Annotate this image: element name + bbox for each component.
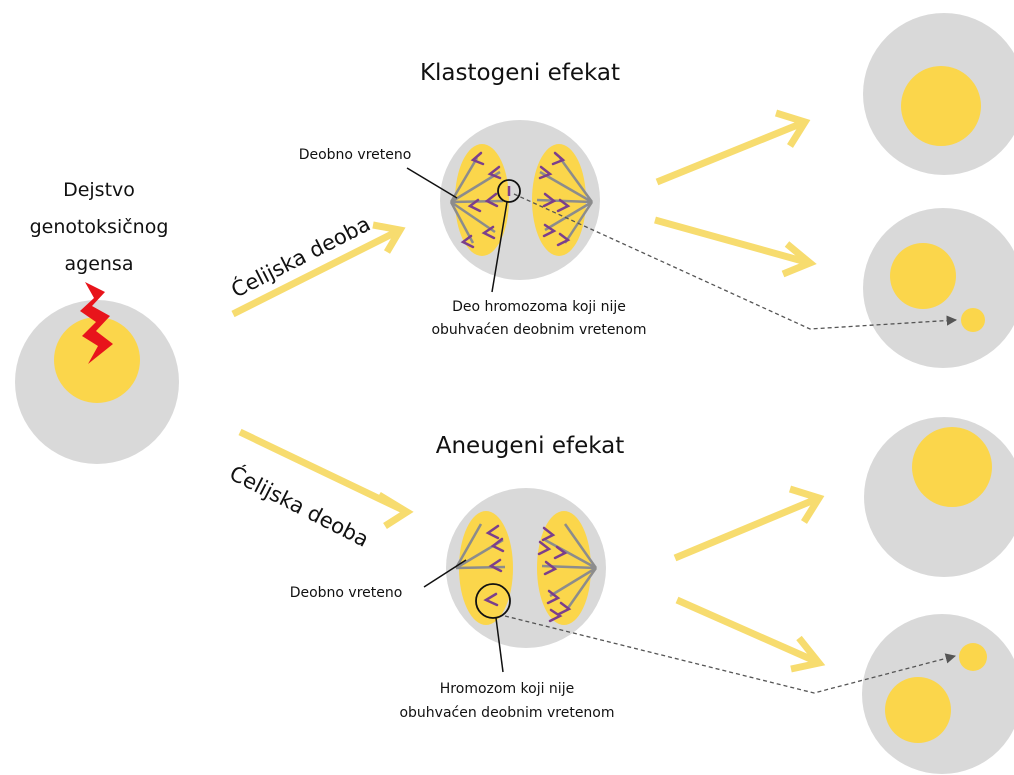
agent-label-line2: genotoksičnog <box>30 216 169 238</box>
bottom-spindle-label: Deobno vreteno <box>290 585 403 601</box>
chromosome-label-line1: Hromozom koji nije <box>440 681 574 697</box>
daughter-cell-1 <box>863 13 1014 175</box>
clastogenic-title: Klastogeni efekat <box>420 60 620 86</box>
top-fragment-pointer <box>491 201 508 293</box>
lagging-chromosome <box>483 592 499 607</box>
daughter-arrows-bottom <box>673 485 826 673</box>
lagging-chromosome-circle <box>475 583 511 619</box>
agent-label-line3: agensa <box>65 253 134 275</box>
fragment-label-line2: obuhvaćen deobnim vretenom <box>431 322 646 338</box>
top-division-arrow <box>231 221 406 318</box>
clastogenic-dividing-cell <box>440 120 600 280</box>
chromosome-label-line2: obuhvaćen deobnim vretenom <box>399 705 614 721</box>
aneugenic-title: Aneugeni efekat <box>436 433 625 459</box>
fragment-label-line1: Deo hromozoma koji nije <box>452 299 626 315</box>
daughter-cell-3 <box>864 417 1014 577</box>
daughter-arrows-top <box>654 109 817 278</box>
top-spindle-pointer <box>406 167 458 199</box>
fragment-track-line <box>513 193 958 330</box>
chromosome-track-line <box>504 615 957 694</box>
daughter-cell-4-micronucleus <box>862 614 1014 774</box>
micronucleus-bottom <box>959 643 987 671</box>
agent-label-line1: Dejstvo <box>63 179 135 201</box>
bottom-arrow-label: Ćelijska deoba <box>226 460 373 552</box>
bottom-chromosome-pointer <box>495 617 504 673</box>
aneugenic-dividing-cell <box>446 488 606 648</box>
chromosomes-top <box>460 151 571 249</box>
micronucleus-top <box>961 308 985 332</box>
original-cell <box>15 282 179 464</box>
spindle-fibers-top <box>449 157 594 244</box>
chromosomes-bottom <box>485 524 572 623</box>
bottom-spindle-pointer <box>423 559 467 588</box>
bottom-division-arrow <box>238 428 414 529</box>
top-spindle-label: Deobno vreteno <box>299 147 412 163</box>
lightning-icon <box>80 282 113 364</box>
fragment-highlight-circle <box>497 179 521 203</box>
daughter-cell-2-micronucleus <box>863 208 1014 368</box>
